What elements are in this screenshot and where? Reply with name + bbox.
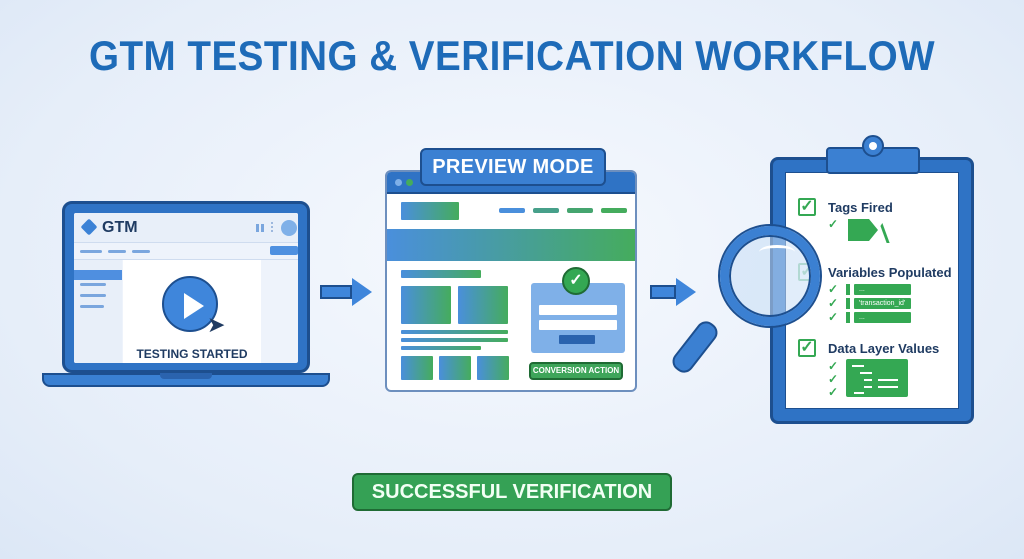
sidebar-item[interactable] (80, 305, 104, 308)
content-thumb (401, 356, 433, 380)
nav-tab[interactable] (132, 250, 150, 253)
code-block-icon (846, 359, 908, 397)
nav-tab[interactable] (108, 250, 126, 253)
check-icon: ✓ (828, 359, 839, 373)
submit-button[interactable] (270, 246, 298, 255)
play-icon (184, 293, 204, 319)
section-title: Data Layer Values (828, 341, 940, 356)
variable-row: ... (854, 284, 911, 295)
form-input[interactable] (539, 320, 617, 330)
site-nav-link[interactable] (601, 208, 627, 213)
content-line (401, 330, 508, 334)
main-card: ➤ TESTING STARTED (123, 260, 261, 363)
clipboard-ring (862, 135, 884, 157)
checkbox-checked-icon: ✓ (798, 339, 816, 357)
sidebar-item[interactable] (80, 294, 106, 297)
window-dot-icon (395, 179, 402, 186)
gtm-logo-icon (80, 218, 98, 236)
check-icon: ✓ (828, 217, 839, 231)
magnifier-handle (668, 317, 722, 377)
nav-tab-active[interactable] (80, 250, 102, 253)
gtm-app-window: GTM ➤ TESTING STARTED (74, 213, 298, 363)
hero-banner (387, 229, 635, 261)
site-nav-link[interactable] (533, 208, 559, 213)
arrow-right-icon (320, 278, 372, 306)
section-title: Tags Fired (828, 200, 893, 215)
form-input[interactable] (539, 305, 617, 315)
site-nav-link[interactable] (567, 208, 593, 213)
content-thumb (477, 356, 509, 380)
laptop-notch (160, 373, 212, 379)
app-name: GTM (102, 219, 138, 236)
site-nav-link[interactable] (499, 208, 525, 213)
content-image (401, 286, 451, 324)
tag-icon (848, 219, 878, 241)
section-title: Variables Populated (828, 265, 952, 280)
window-dot-icon (406, 179, 413, 186)
checkbox-checked-icon: ✓ (798, 198, 816, 216)
content-line (401, 346, 481, 350)
variable-row: ... (854, 312, 911, 323)
content-thumb (439, 356, 471, 380)
check-icon: ✓ (828, 282, 839, 296)
variable-marker (846, 298, 850, 309)
check-icon: ✓ (828, 296, 839, 310)
preview-browser: ✓ (385, 170, 637, 392)
check-icon: ✓ (828, 372, 839, 386)
status-text: TESTING STARTED (136, 347, 248, 361)
variable-marker (846, 284, 850, 295)
gtm-nav (74, 243, 298, 260)
sidebar-item-selected[interactable] (74, 270, 122, 280)
sidebar-item[interactable] (80, 283, 106, 286)
clipboard: ✓ Tags Fired ✓ ✓ Variables Populated ✓ ✓… (770, 157, 974, 424)
form-submit-button[interactable] (559, 335, 595, 344)
successful-verification-badge: SUCCESSFUL VERIFICATION (352, 473, 672, 511)
content-image (458, 286, 508, 324)
preview-mode-badge: PREVIEW MODE (420, 148, 606, 186)
magnifying-glass-icon (720, 226, 820, 326)
conversion-action-callout: CONVERSION ACTION (529, 362, 623, 380)
check-icon: ✓ (828, 310, 839, 324)
check-icon: ✓ (828, 385, 839, 399)
site-logo (401, 202, 459, 220)
cursor-icon: ➤ (207, 312, 226, 337)
page-title: GTM TESTING & VERIFICATION WORKFLOW (88, 32, 936, 79)
play-button[interactable] (162, 276, 218, 332)
laptop-screen: GTM ➤ TESTING STARTED (62, 201, 310, 373)
avatar-icon[interactable] (281, 220, 297, 236)
more-vert-icon[interactable] (271, 222, 273, 233)
arrow-right-icon (650, 278, 696, 306)
check-circle-icon: ✓ (562, 267, 590, 295)
content-heading (401, 270, 481, 278)
variable-row: 'transaction_id' (854, 298, 911, 309)
gtm-header: GTM (74, 213, 298, 243)
content-line (401, 338, 508, 342)
apps-grid-icon[interactable] (256, 224, 264, 232)
variable-marker (846, 312, 850, 323)
sidebar (74, 260, 122, 363)
